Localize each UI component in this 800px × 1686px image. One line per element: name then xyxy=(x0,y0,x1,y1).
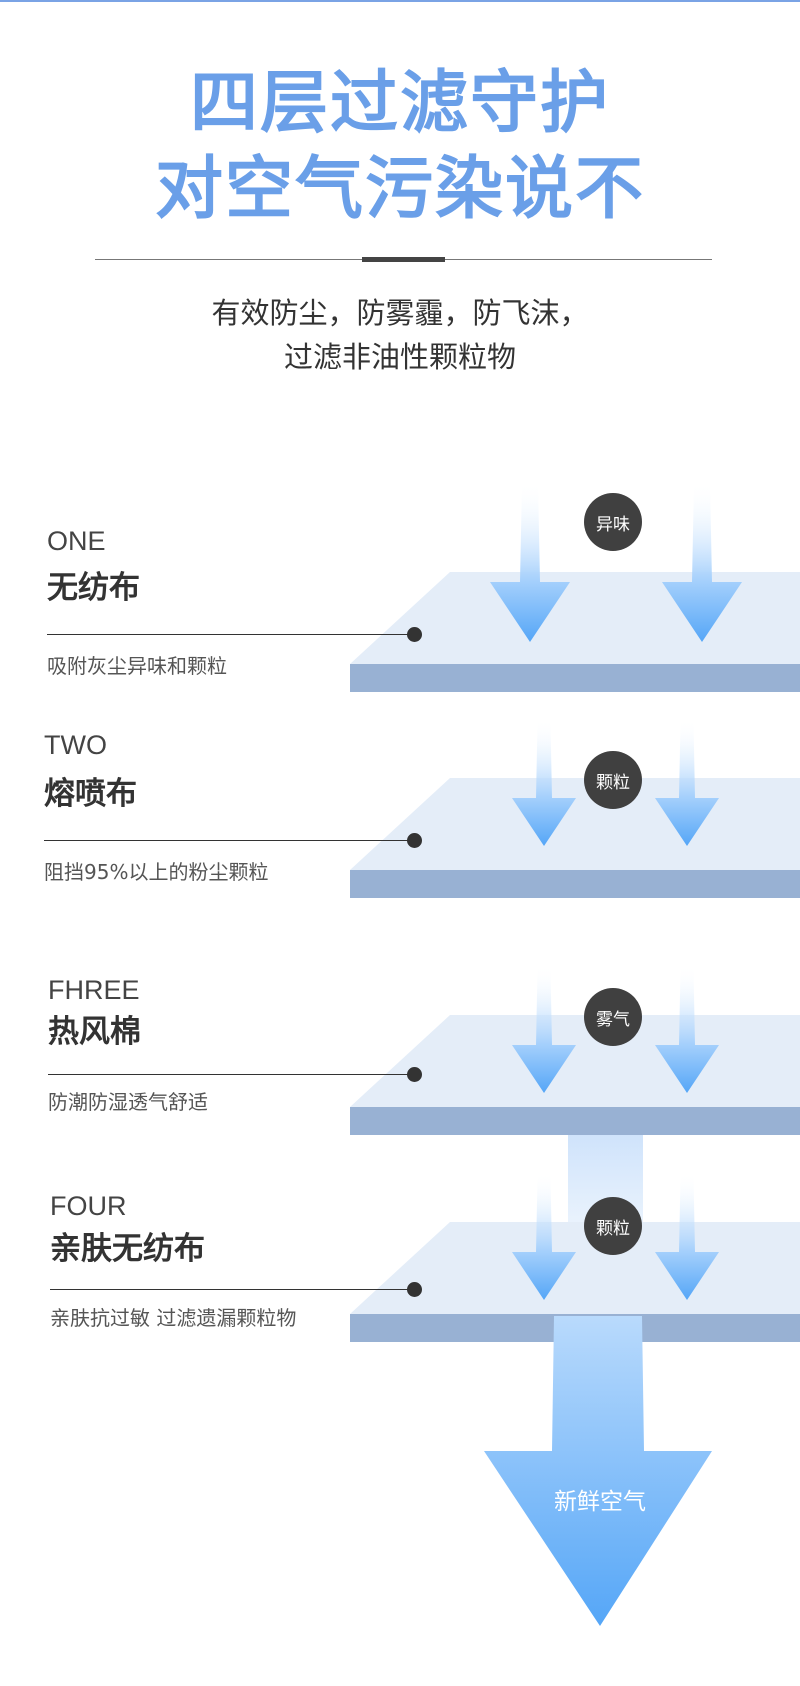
particle-badge: 异味 xyxy=(584,493,642,551)
airflow-arrow-icon xyxy=(512,1172,576,1300)
airflow-arrow-icon xyxy=(662,482,742,642)
particle-badge: 雾气 xyxy=(584,988,642,1046)
airflow-arrow-icon xyxy=(655,1172,719,1300)
airflow-arrow-icon xyxy=(655,965,719,1093)
layer-name: 无纺布 xyxy=(47,570,140,606)
layer-name: 热风棉 xyxy=(48,1014,141,1050)
layer-description: 阻挡95%以上的粉尘颗粒 xyxy=(44,860,269,884)
subtitle-line1: 有效防尘，防雾霾，防飞沫， xyxy=(211,296,589,330)
layer-description: 防潮防湿透气舒适 xyxy=(48,1090,208,1114)
airflow-arrow-icon xyxy=(512,965,576,1093)
layer-description: 吸附灰尘异味和颗粒 xyxy=(47,654,227,678)
particle-badge: 颗粒 xyxy=(584,751,642,809)
airflow-arrow-icon xyxy=(655,718,719,846)
pointer-dot xyxy=(407,627,422,642)
airflow-arrow-icon xyxy=(490,482,570,642)
pointer-line xyxy=(50,1289,414,1290)
layer-name: 熔喷布 xyxy=(44,776,137,812)
pointer-line xyxy=(48,1074,414,1075)
page-title-line1: 四层过滤守护 xyxy=(189,64,610,143)
fresh-air-label: 新鲜空气 xyxy=(554,1489,646,1515)
layer-name: 亲肤无纺布 xyxy=(50,1231,205,1267)
top-border xyxy=(0,0,800,2)
filter-plate xyxy=(350,778,800,898)
pointer-dot xyxy=(407,1067,422,1082)
page-title-line2: 对空气污染说不 xyxy=(154,150,645,229)
pointer-dot xyxy=(407,833,422,848)
layer-number: TWO xyxy=(44,730,107,760)
layer-description: 亲肤抗过敏 过滤遗漏颗粒物 xyxy=(50,1306,297,1330)
pointer-line xyxy=(47,634,414,635)
subtitle-line2: 过滤非油性颗粒物 xyxy=(283,340,516,374)
layer-number: FHREE xyxy=(48,975,140,1005)
layer-number: FOUR xyxy=(50,1191,127,1221)
layer-number: ONE xyxy=(47,526,106,556)
filter-plate xyxy=(350,1015,800,1135)
particle-badge: 颗粒 xyxy=(584,1197,642,1255)
airflow-arrow-icon xyxy=(512,718,576,846)
divider-accent xyxy=(362,257,445,262)
pointer-line xyxy=(44,840,414,841)
pointer-dot xyxy=(407,1282,422,1297)
fresh-air-arrow-icon xyxy=(484,1316,712,1626)
